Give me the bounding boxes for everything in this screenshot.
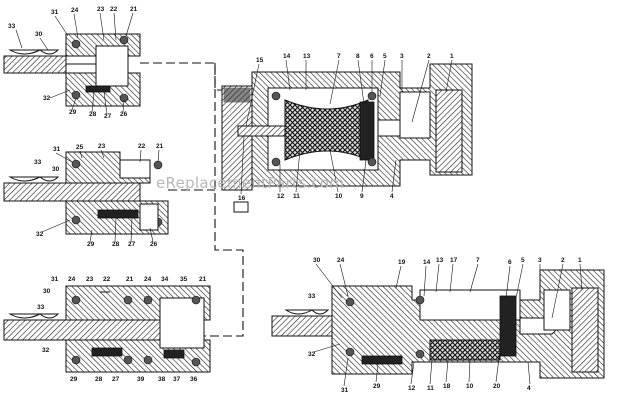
label-bottom-left-37: 37 bbox=[173, 376, 181, 383]
label-bottom-right-20: 20 bbox=[493, 383, 501, 390]
label-top-left-29: 29 bbox=[69, 109, 77, 116]
label-top-right-3: 3 bbox=[400, 53, 404, 60]
label-bottom-left-33: 33 bbox=[37, 304, 45, 311]
label-bottom-right-6: 6 bbox=[508, 259, 512, 266]
label-bottom-left-27: 27 bbox=[112, 376, 120, 383]
label-middle-left-32: 32 bbox=[36, 231, 44, 238]
label-top-right-14: 14 bbox=[283, 53, 291, 60]
label-top-left-27: 27 bbox=[104, 113, 112, 120]
label-top-right-1: 1 bbox=[450, 53, 454, 60]
assembly-middle-left bbox=[3, 151, 169, 235]
label-top-left-32: 32 bbox=[43, 95, 51, 102]
label-middle-left-21: 21 bbox=[156, 143, 164, 150]
label-top-right-15: 15 bbox=[256, 57, 264, 64]
connector-lines bbox=[140, 62, 244, 337]
label-top-right-11: 11 bbox=[293, 193, 300, 200]
label-top-left-24: 24 bbox=[71, 7, 79, 14]
label-bottom-left-24: 24 bbox=[68, 276, 76, 283]
label-middle-left-28: 28 bbox=[112, 241, 120, 248]
leader-lines bbox=[15, 12, 583, 387]
label-top-right-13: 13 bbox=[303, 53, 311, 60]
label-top-left-33: 33 bbox=[8, 23, 16, 30]
label-bottom-left-28: 28 bbox=[95, 376, 103, 383]
label-middle-left-26: 26 bbox=[150, 241, 158, 248]
assembly-bottom-right bbox=[271, 269, 605, 379]
label-bottom-left-24b: 24 bbox=[144, 276, 152, 283]
label-bottom-right-29: 29 bbox=[373, 383, 381, 390]
label-top-left-28: 28 bbox=[89, 111, 97, 118]
label-top-right-6: 6 bbox=[370, 53, 374, 60]
label-top-left-30: 30 bbox=[35, 31, 43, 38]
label-bottom-right-33: 33 bbox=[308, 293, 316, 300]
label-top-right-10: 10 bbox=[335, 193, 343, 200]
label-bottom-right-11: 11 bbox=[427, 385, 434, 392]
label-bottom-right-32: 32 bbox=[308, 351, 316, 358]
label-top-right-5: 5 bbox=[383, 53, 387, 60]
label-bottom-right-7: 7 bbox=[476, 257, 480, 264]
label-bottom-left-34: 34 bbox=[161, 276, 169, 283]
label-bottom-right-10: 10 bbox=[466, 383, 474, 390]
label-top-left-23: 23 bbox=[97, 6, 105, 13]
label-top-right-2: 2 bbox=[427, 53, 431, 60]
label-bottom-left-22: 22 bbox=[103, 276, 111, 283]
label-bottom-right-12: 12 bbox=[408, 385, 416, 392]
assembly-bottom-left bbox=[3, 285, 211, 373]
label-bottom-left-38: 38 bbox=[158, 376, 166, 383]
label-bottom-right-30: 30 bbox=[313, 257, 321, 264]
label-bottom-right-4: 4 bbox=[527, 385, 531, 392]
label-bottom-left-29: 29 bbox=[70, 376, 78, 383]
assembly-top-right bbox=[221, 63, 473, 213]
label-middle-left-31: 31 bbox=[53, 146, 61, 153]
label-middle-left-27: 27 bbox=[128, 241, 136, 248]
label-top-right-12: 12 bbox=[277, 193, 285, 200]
label-bottom-right-31: 31 bbox=[341, 387, 349, 394]
label-top-left-26: 26 bbox=[120, 111, 128, 118]
label-bottom-right-18: 18 bbox=[443, 383, 451, 390]
assembly-top-left bbox=[3, 33, 141, 107]
label-bottom-left-32: 32 bbox=[42, 347, 50, 354]
label-bottom-left-30: 30 bbox=[43, 288, 51, 295]
label-bottom-left-36: 36 bbox=[190, 376, 198, 383]
label-bottom-left-23: 23 bbox=[86, 276, 94, 283]
label-bottom-right-2: 2 bbox=[561, 257, 565, 264]
label-bottom-right-17: 17 bbox=[450, 257, 458, 264]
label-top-right-9: 9 bbox=[360, 193, 364, 200]
label-middle-left-29: 29 bbox=[87, 241, 95, 248]
watermark-text: eReplacementParts.com bbox=[156, 174, 344, 192]
label-top-right-8: 8 bbox=[356, 53, 360, 60]
label-bottom-right-19: 19 bbox=[398, 259, 406, 266]
label-middle-left-30: 30 bbox=[52, 166, 60, 173]
label-bottom-left-39: 39 bbox=[137, 376, 145, 383]
label-middle-left-25: 25 bbox=[76, 144, 84, 151]
label-bottom-left-35: 35 bbox=[180, 276, 188, 283]
label-top-right-4: 4 bbox=[390, 193, 394, 200]
label-top-left-21: 21 bbox=[130, 6, 138, 13]
label-bottom-right-14: 14 bbox=[423, 259, 431, 266]
label-middle-left-23: 23 bbox=[98, 143, 106, 150]
label-top-left-22: 22 bbox=[110, 6, 118, 13]
label-top-right-7: 7 bbox=[337, 53, 341, 60]
label-bottom-right-3: 3 bbox=[538, 257, 542, 264]
label-bottom-left-21b: 21 bbox=[199, 276, 207, 283]
part-labels: 31 24 23 22 21 33 30 32 29 28 27 26 31 2… bbox=[8, 6, 582, 394]
label-middle-left-22: 22 bbox=[138, 143, 146, 150]
label-bottom-left-21: 21 bbox=[126, 276, 134, 283]
label-bottom-right-1: 1 bbox=[578, 257, 582, 264]
label-bottom-right-5: 5 bbox=[521, 257, 525, 264]
label-bottom-right-13: 13 bbox=[436, 257, 444, 264]
label-top-left-31: 31 bbox=[51, 9, 59, 16]
label-top-right-16: 16 bbox=[238, 195, 246, 202]
label-bottom-left-31: 31 bbox=[51, 276, 59, 283]
label-bottom-right-24: 24 bbox=[337, 257, 345, 264]
label-middle-left-33: 33 bbox=[34, 159, 42, 166]
